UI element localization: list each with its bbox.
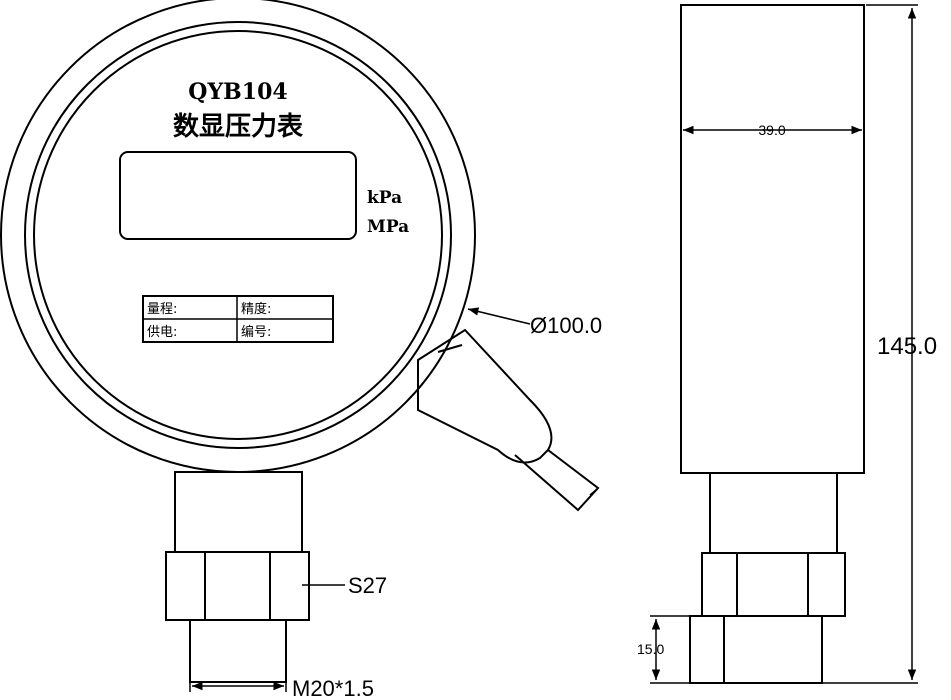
cable-outlet: [417, 328, 600, 512]
nameplate-table: 量程: 精度: 供电: 编号:: [142, 295, 334, 343]
model-label: QYB104: [188, 79, 287, 105]
height-dimension: 145.0: [822, 4, 937, 684]
thread-connector: [189, 619, 287, 683]
side-view: 39.0 145.0 15.0: [637, 4, 937, 684]
width-label: 39.0: [758, 122, 785, 138]
lcd-display-window: [119, 151, 357, 240]
diameter-label: Ø100.0: [530, 313, 602, 338]
dial-inner-ring: [33, 30, 443, 440]
thread-dimension: M20*1.5: [189, 676, 374, 700]
stem-neck: [174, 471, 303, 553]
side-hex-nut: [701, 552, 846, 617]
height-label: 145.0: [877, 333, 937, 360]
product-title: 数显压力表: [173, 112, 304, 142]
nameplate-power: 供电:: [147, 325, 177, 340]
hex-nut: [165, 551, 310, 621]
front-view: QYB104 数显压力表 kPa MPa 量程: 精度: 供电: 编号:: [0, 0, 602, 700]
unit-kpa: kPa: [367, 188, 402, 208]
side-housing: [680, 4, 865, 474]
diameter-dimension: Ø100.0: [467, 307, 602, 338]
width-dimension: 39.0: [683, 122, 862, 138]
side-fitting: [689, 615, 823, 684]
fitting-label: 15.0: [637, 641, 664, 657]
hex-label: S27: [348, 573, 387, 598]
nameplate-accuracy: 精度:: [241, 301, 271, 317]
nameplate-serial: 编号:: [241, 325, 271, 340]
nameplate-range: 量程:: [147, 302, 177, 317]
dial-middle-ring: [24, 21, 452, 449]
side-stem: [709, 472, 838, 554]
hex-dimension: S27: [302, 573, 387, 598]
fitting-dimension: 15.0: [637, 615, 690, 684]
unit-mpa: MPa: [367, 217, 409, 237]
thread-label: M20*1.5: [292, 676, 374, 700]
